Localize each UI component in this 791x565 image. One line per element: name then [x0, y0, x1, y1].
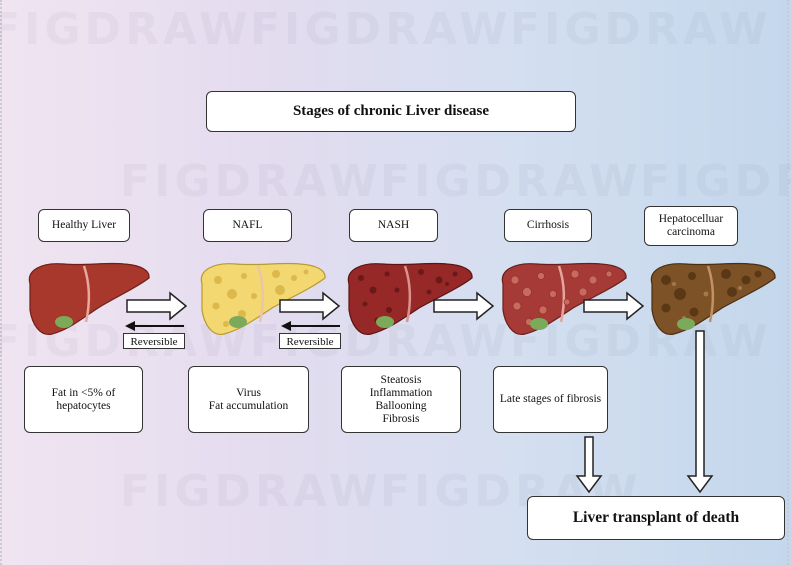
watermark: FIGDRAW	[0, 4, 252, 55]
watermark: FIGDRAW	[510, 4, 772, 55]
hepatocellular-carcinoma-liver-illustration	[650, 262, 776, 336]
watermark: FIGDRAW	[120, 466, 382, 517]
down-arrow	[575, 436, 603, 494]
nash-liver-illustration	[347, 262, 473, 336]
stage-label-nafl: NAFL	[203, 209, 292, 242]
watermark: FIGDRAW	[640, 156, 791, 207]
forward-arrow	[583, 291, 645, 321]
watermark: FIGDRAW	[120, 156, 382, 207]
healthy-liver-illustration	[28, 262, 150, 336]
reverse-arrow	[281, 321, 340, 331]
info-box-cirrhosis: Late stages of fibrosis	[493, 366, 608, 433]
final-outcome-box: Liver transplant of death	[527, 496, 785, 540]
stage-label-cirrhosis: Cirrhosis	[504, 209, 592, 242]
forward-arrow	[126, 291, 188, 321]
reverse-arrow	[125, 321, 184, 331]
forward-arrow	[433, 291, 495, 321]
cirrhosis-liver-illustration	[501, 262, 627, 336]
nafl-liver-illustration	[200, 262, 326, 336]
watermark: FIGDRAW	[380, 156, 642, 207]
watermark: FIGDRAW	[250, 4, 512, 55]
watermark: FIGDRAW	[510, 316, 772, 367]
forward-arrow	[279, 291, 341, 321]
left-dotted-border	[0, 0, 4, 565]
stage-label-healthy-liver: Healthy Liver	[38, 209, 130, 242]
reversible-label: Reversible	[123, 333, 185, 349]
reversible-label: Reversible	[279, 333, 341, 349]
right-dotted-border	[787, 0, 791, 565]
down-arrow	[686, 330, 714, 494]
diagram-title: Stages of chronic Liver disease	[206, 91, 576, 132]
stage-label-hepatocellular-carcinoma: Hepatocelluar carcinoma	[644, 206, 738, 246]
stage-label-nash: NASH	[349, 209, 438, 242]
info-box-nash: Steatosis Inflammation Ballooning Fibros…	[341, 366, 461, 433]
info-box-nafl: Virus Fat accumulation	[188, 366, 309, 433]
info-box-healthy-liver: Fat in <5% of hepatocytes	[24, 366, 143, 433]
